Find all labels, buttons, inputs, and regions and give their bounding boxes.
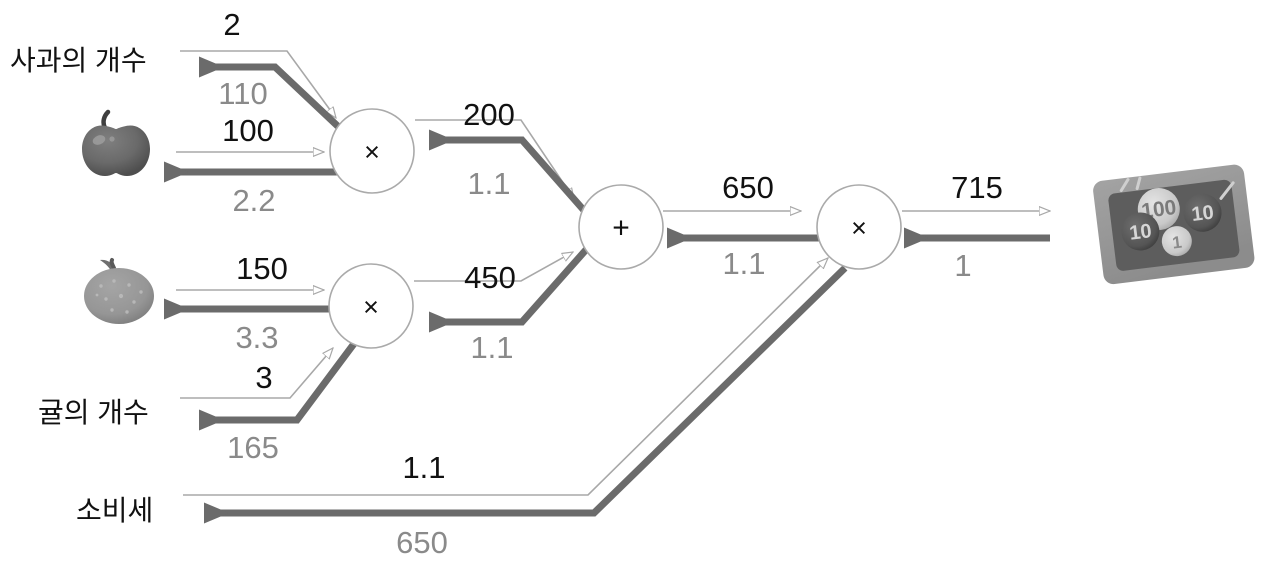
tangerine-texture: [95, 279, 143, 314]
forward-line-consumption-tax: [183, 258, 828, 496]
node-mul-apple-op: ×: [364, 137, 380, 167]
label-apple-count: 사과의 개수: [10, 45, 147, 76]
grad-apple-subtotal: 1.1: [467, 166, 510, 201]
coin-tray-icon: 100 10 10 1: [1093, 164, 1255, 285]
value-apple-count: 2: [223, 7, 240, 42]
apple-icon: [82, 109, 150, 176]
value-tax-rate: 1.1: [402, 450, 445, 485]
tangerine-icon: [84, 258, 154, 324]
forward-line-apple-subtotal: [415, 119, 574, 199]
node-mul-tax-circle[interactable]: [816, 184, 902, 270]
forward-line-tangerine-subtotal: [414, 252, 573, 282]
tangerine-stem: [109, 258, 116, 270]
coin-10-left-label: 10: [1128, 220, 1153, 245]
grad-apple-count: 110: [218, 76, 267, 111]
label-tangerine-count: 귤의 개수: [38, 397, 149, 428]
grad-tangerine-price: 3.3: [235, 320, 278, 355]
apple-stem: [101, 109, 111, 131]
grad-output: 1: [954, 248, 971, 283]
edge-tangerine-count: [180, 338, 359, 431]
edge-apple-subtotal: [415, 119, 591, 218]
grad-tangerine-count: 165: [227, 430, 279, 465]
value-tangerine-subtotal: 450: [464, 260, 516, 295]
grad-sum-total: 1.1: [722, 246, 765, 281]
backward-line-tangerine-subtotal: [429, 240, 595, 333]
edge-sum-total: [663, 211, 820, 249]
edge-apple-price: [164, 152, 338, 183]
tray-shine-left: [1119, 176, 1142, 192]
edge-consumption-tax: [183, 258, 848, 524]
node-add-total[interactable]: +: [578, 184, 664, 270]
value-tangerine-count: 3: [255, 360, 272, 395]
node-add-total-circle[interactable]: [578, 184, 664, 270]
node-mul-tax[interactable]: ×: [816, 184, 902, 270]
edge-tangerine-price: [164, 290, 338, 320]
value-apple-subtotal: 200: [463, 97, 515, 132]
value-apple-price: 100: [222, 113, 274, 148]
node-mul-tangerine-circle[interactable]: [328, 263, 414, 349]
coin-10-right-label: 10: [1190, 201, 1215, 226]
value-sum-total: 650: [722, 170, 774, 205]
coin-1: 1: [1161, 226, 1192, 257]
value-tangerine-price: 150: [236, 251, 288, 286]
node-mul-tangerine-op: ×: [363, 292, 379, 322]
backward-line-apple-subtotal: [429, 129, 591, 218]
coin-10-right: 10: [1183, 193, 1222, 232]
coin-1-label: 1: [1171, 233, 1183, 253]
node-mul-apple[interactable]: ×: [329, 108, 415, 194]
node-add-total-op: +: [612, 212, 630, 245]
forward-line-apple-count: [180, 50, 336, 118]
node-mul-tangerine[interactable]: ×: [328, 263, 414, 349]
backward-line-tangerine-count: [199, 338, 359, 431]
apple-highlight-small: [109, 136, 115, 142]
forward-line-tangerine-count: [180, 348, 333, 399]
backward-line-apple-count: [199, 56, 348, 136]
edge-tangerine-subtotal: [414, 240, 595, 333]
tray-shine-right: [1219, 181, 1235, 200]
apple-highlight: [92, 135, 106, 145]
grad-tax: 650: [396, 525, 448, 560]
backward-line-consumption-tax: [204, 265, 848, 524]
value-final-total: 715: [951, 170, 1003, 205]
edge-final-total: [902, 211, 1050, 249]
coin-10-left: 10: [1121, 212, 1160, 251]
node-mul-tax-op: ×: [851, 213, 867, 243]
grad-tangerine-subtotal: 1.1: [470, 330, 513, 365]
node-mul-apple-circle[interactable]: [329, 108, 415, 194]
grad-apple-price: 2.2: [232, 183, 275, 218]
edge-apple-count: [180, 50, 348, 136]
label-consumption-tax: 소비세: [76, 495, 153, 526]
apple-body: [82, 125, 150, 176]
